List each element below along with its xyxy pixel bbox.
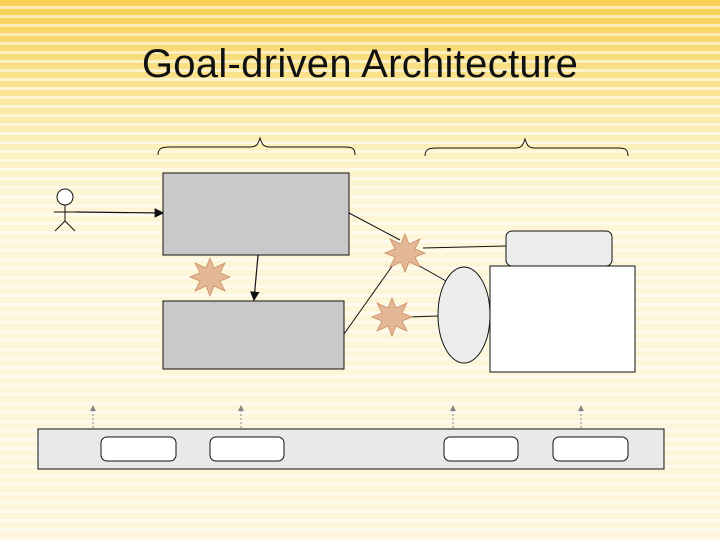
dotted-arrows: [90, 405, 584, 428]
component-to-component-arrow: [249, 254, 260, 302]
slide-title: Goal-driven Architecture: [141, 42, 579, 86]
bar-slot: [443, 436, 519, 462]
starburst-icon: [370, 296, 414, 338]
bar-slot: [209, 436, 285, 462]
component-box-bottom: [162, 300, 345, 370]
curly-brace-icon: [157, 136, 356, 156]
starburst-icon: [188, 256, 232, 298]
ellipse-node: [437, 266, 491, 364]
actor-icon: [54, 188, 76, 232]
actor-to-component-arrow: [75, 208, 165, 218]
component-box-top: [162, 172, 350, 256]
curly-brace-icon: [424, 137, 629, 157]
bar-slot: [552, 436, 629, 462]
rounded-label-box: [505, 230, 613, 267]
container-box: [489, 265, 636, 373]
bar-slot: [100, 436, 177, 462]
starburst-icon: [383, 232, 427, 274]
